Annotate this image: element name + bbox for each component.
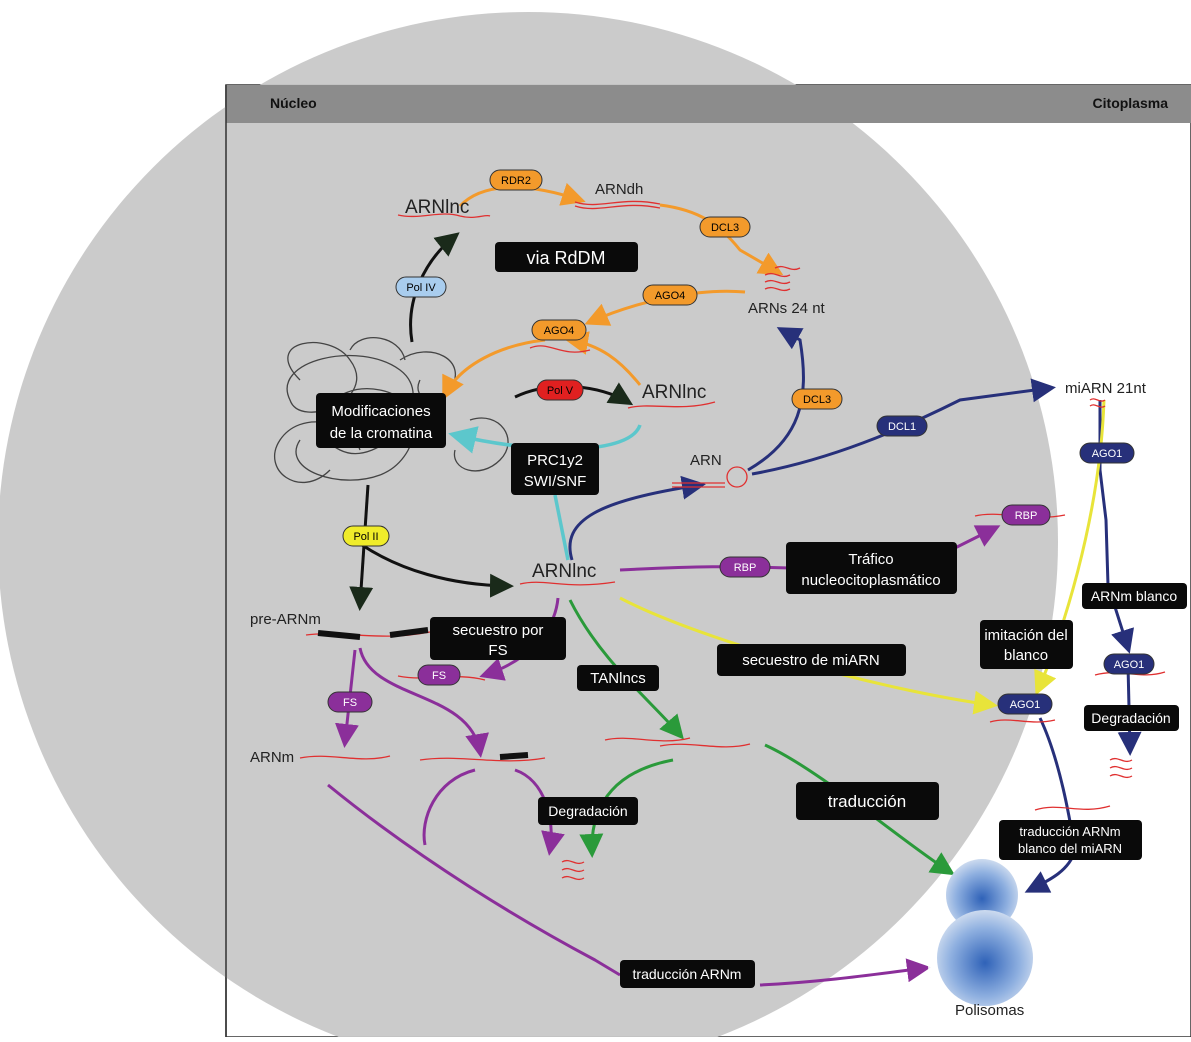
dcl3-pill-top: DCL3: [699, 216, 751, 238]
nucleus-label: Núcleo: [270, 95, 317, 111]
header-bar: [226, 85, 1191, 123]
svg-text:blanco: blanco: [1004, 647, 1048, 664]
ago4-pill-right: AGO4: [642, 284, 698, 306]
trafico-box: Tráfico nucleocitoplasmático: [786, 542, 957, 594]
rna-strands: [299, 200, 1166, 881]
ago1-pill-top: AGO1: [1079, 442, 1135, 464]
svg-text:RBP: RBP: [734, 562, 757, 574]
arnlnc-center-label: ARNlnc: [532, 561, 596, 582]
rdr2-pill: RDR2: [489, 169, 543, 191]
arns24-label: ARNs 24 nt: [748, 300, 826, 317]
arndh-label: ARNdh: [595, 181, 643, 198]
svg-text:de la cromatina: de la cromatina: [330, 425, 433, 442]
pol-iv-pill: Pol IV: [395, 276, 447, 298]
dcl3-pill-bottom: DCL3: [791, 388, 843, 410]
svg-text:traducción ARNm: traducción ARNm: [1019, 824, 1120, 839]
arnm-blanco-box: ARNm blanco: [1082, 583, 1187, 609]
svg-text:DCL3: DCL3: [711, 222, 739, 234]
svg-text:Degradación: Degradación: [548, 803, 627, 819]
svg-text:Pol V: Pol V: [547, 385, 574, 397]
fs-pill-left: FS: [327, 691, 373, 713]
svg-text:PRC1y2: PRC1y2: [527, 452, 583, 469]
pre-arnm-label: pre-ARNm: [250, 611, 321, 628]
svg-text:FS: FS: [343, 697, 357, 709]
svg-text:nucleocitoplasmático: nucleocitoplasmático: [801, 572, 940, 589]
arn-hairpin-label: ARN: [690, 452, 722, 469]
ago1-pill-bottom: AGO1: [997, 693, 1053, 715]
imitacion-blanco-box: imitación del blanco: [980, 620, 1073, 669]
svg-text:AGO4: AGO4: [544, 325, 575, 337]
nucleus-circle: [0, 12, 1058, 1042]
arnm-label: ARNm: [250, 749, 294, 766]
svg-text:Degradación: Degradación: [1091, 710, 1170, 726]
mirna21-label: miARN 21nt: [1065, 380, 1147, 397]
svg-text:DCL1: DCL1: [888, 421, 916, 433]
fs-pill-center: FS: [417, 664, 461, 686]
traduccion-blanco-box: traducción ARNm blanco del miARN: [999, 820, 1142, 860]
svg-text:DCL3: DCL3: [803, 394, 831, 406]
dcl1-pill: DCL1: [876, 415, 928, 437]
svg-text:secuestro por: secuestro por: [453, 622, 544, 639]
svg-text:traducción ARNm: traducción ARNm: [633, 966, 742, 982]
exon-blocks: [317, 627, 529, 760]
svg-text:AGO1: AGO1: [1010, 699, 1041, 711]
via-rddm-box: via RdDM: [495, 242, 638, 272]
svg-text:secuestro de miARN: secuestro de miARN: [742, 652, 880, 669]
svg-text:Pol II: Pol II: [353, 531, 378, 543]
svg-text:FS: FS: [488, 642, 507, 659]
svg-text:traducción: traducción: [828, 792, 906, 811]
pol-v-pill: Pol V: [536, 379, 584, 401]
svg-text:TANlncs: TANlncs: [590, 670, 646, 687]
svg-text:FS: FS: [432, 670, 446, 682]
traduccion-box: traducción: [796, 782, 939, 820]
svg-text:Tráfico: Tráfico: [848, 551, 893, 568]
arnlnc-polv-label: ARNlnc: [642, 382, 706, 403]
svg-text:SWI/SNF: SWI/SNF: [524, 473, 587, 490]
traduccion-arnm-box: traducción ARNm: [620, 960, 755, 988]
degradacion-box-right: Degradación: [1084, 705, 1179, 731]
rddm-pathway: [442, 182, 784, 401]
svg-text:RDR2: RDR2: [501, 175, 531, 187]
pol-ii-pill: Pol II: [342, 525, 390, 547]
secuestro-mirna-box: secuestro de miARN: [717, 644, 906, 676]
svg-text:via RdDM: via RdDM: [526, 248, 605, 268]
svg-text:AGO1: AGO1: [1092, 448, 1123, 460]
tanlncs-box: TANlncs: [577, 665, 659, 691]
chromatin-mod-box: Modificaciones de la cromatina: [316, 393, 446, 448]
svg-text:Pol IV: Pol IV: [406, 282, 436, 294]
degradacion-box-center: Degradación: [538, 797, 638, 825]
cytoplasm-label: Citoplasma: [1093, 95, 1169, 111]
arnlnc-top-label: ARNlnc: [405, 197, 469, 218]
svg-text:ARNm blanco: ARNm blanco: [1091, 588, 1178, 604]
ago1-pill-mid: AGO1: [1103, 653, 1155, 675]
polisomas-label: Polisomas: [955, 1002, 1024, 1019]
svg-text:Modificaciones: Modificaciones: [331, 403, 430, 420]
rbp-pill-cyto: RBP: [1001, 504, 1051, 526]
polysome-icon: [928, 859, 1052, 1027]
svg-text:blanco del miARN: blanco del miARN: [1018, 841, 1122, 856]
rbp-pill-center: RBP: [719, 556, 771, 578]
svg-text:imitación del: imitación del: [984, 627, 1067, 644]
svg-text:RBP: RBP: [1015, 510, 1038, 522]
svg-text:AGO4: AGO4: [655, 290, 686, 302]
svg-text:AGO1: AGO1: [1114, 659, 1145, 671]
ago4-pill-left: AGO4: [531, 319, 587, 341]
